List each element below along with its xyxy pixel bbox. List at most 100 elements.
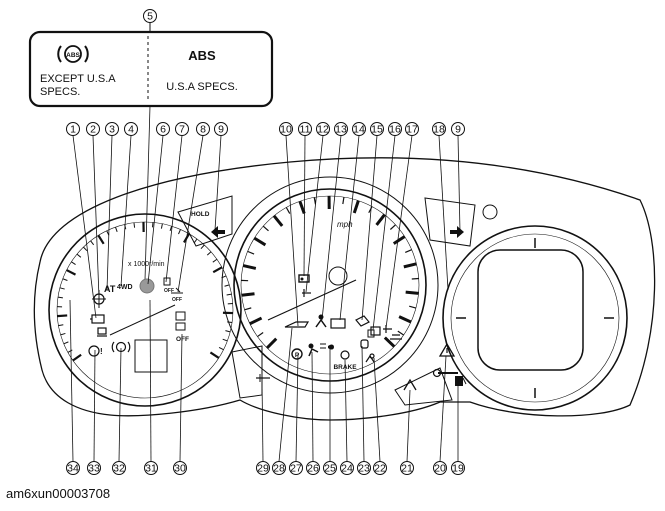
- callout-bottom-25-number: 25: [324, 463, 336, 475]
- usa-specs-caption: U.S.A SPECS.: [166, 81, 238, 93]
- door-ajar-icon: [355, 315, 370, 327]
- leader-bottom-31: [149, 299, 152, 462]
- abs-callout-box: [28, 30, 274, 108]
- speed-ticks: [241, 195, 419, 349]
- mph-label: mph: [337, 220, 353, 229]
- leader-bottom-23: [361, 345, 365, 462]
- leader-top-13: [321, 135, 342, 321]
- leader-bottom-33: [93, 349, 96, 462]
- callout-top-15-number: 17: [406, 124, 418, 136]
- callout-bottom-26-number: 26: [307, 463, 319, 475]
- tcs-off-icon: OFF: [163, 277, 174, 294]
- right-gauge: [442, 225, 628, 411]
- leader-top-1: [72, 135, 97, 319]
- callout-bottom-27-number: 27: [290, 463, 302, 475]
- at-indicator-label: AT: [104, 284, 116, 294]
- leader-bottom-26: [311, 351, 314, 462]
- wrench-maintenance-icon: [432, 368, 458, 378]
- right-lower-accent: [394, 367, 453, 406]
- figure-code: am6xun00003708: [6, 486, 111, 501]
- callout-5-leader: [144, 105, 151, 281]
- callout-top-1-number: 2: [90, 124, 96, 136]
- rear-fog-light-icon: [383, 325, 392, 333]
- leader-top-7: [165, 135, 183, 283]
- leader-top-17: [385, 135, 413, 329]
- callout-top-17-number: 9: [455, 124, 461, 136]
- right-turn-signal-icon: [450, 226, 464, 238]
- callout-top-3-number: 4: [128, 124, 134, 136]
- callout-top-2-number: 3: [109, 124, 115, 136]
- callout-bottom-31-number: 31: [145, 463, 157, 475]
- except-usa-caption-line2: SPECS.: [40, 86, 80, 98]
- callout-top-11-number: 13: [335, 124, 347, 136]
- leader-top-3: [106, 135, 113, 291]
- blind-spot-icon: [370, 326, 381, 336]
- leader-bottom-34: [69, 299, 74, 462]
- leader-bottom-21: [406, 389, 411, 462]
- headlight-high-beam-icon: [320, 343, 334, 350]
- leader-top-18: [438, 135, 449, 291]
- callout-top-5-number: 7: [179, 124, 185, 136]
- callout-5-group: 5 ABS EXCEPT U.S.A SPECS. ABS U.S.A SPEC…: [28, 9, 274, 281]
- except-usa-caption-line1: EXCEPT U.S.A: [40, 73, 116, 85]
- callout-bottom-20-number: 20: [434, 463, 446, 475]
- fourwd-indicator-label: 4WD: [117, 284, 133, 291]
- parking-brake-icon: P: [291, 348, 303, 360]
- low-fuel-side-icon: [365, 353, 375, 363]
- abs-warning-icon: ABS: [57, 45, 89, 63]
- airbag-icon: [308, 343, 319, 357]
- leader-top-2: [92, 135, 100, 299]
- callout-top-9-number: 11: [300, 124, 311, 136]
- callout-top-12-number: 14: [353, 124, 365, 136]
- leader-top-10: [285, 135, 299, 327]
- leader-top-4: [120, 135, 132, 287]
- master-caution-icon: [438, 342, 456, 357]
- callout-bottom-24-number: 24: [341, 463, 353, 475]
- speed-hub: [328, 266, 348, 286]
- fuel-icon: [455, 376, 467, 386]
- leader-top-9: [214, 135, 222, 231]
- callout-5-number: 5: [147, 11, 153, 23]
- leader-bottom-22: [373, 357, 381, 462]
- tach-unit-label: x 1000r/min: [128, 261, 165, 268]
- battery-icon: [330, 318, 346, 329]
- callout-top-7-number: 9: [218, 124, 224, 136]
- callout-bottom-28-number: 28: [273, 463, 285, 475]
- lcd-display: [477, 249, 584, 371]
- tcs-off-label: OFF: [164, 288, 174, 294]
- dsc-off-icon: OFF: [175, 311, 189, 343]
- callout-bottom-33-number: 33: [88, 463, 100, 475]
- callout-bottom-23-number: 23: [358, 463, 370, 475]
- callout-top-8-number: 10: [280, 124, 292, 136]
- dsc-off-label: OFF: [176, 336, 189, 343]
- leader-top-14: [339, 135, 360, 321]
- leader-bottom-20: [439, 355, 447, 462]
- low-washer-icon: [390, 334, 402, 340]
- tach-display-window: [134, 339, 168, 373]
- callout-top-16-number: 18: [433, 124, 445, 136]
- low-fuel-passenger-icon: [403, 378, 417, 391]
- awd-off-label: OFF: [172, 297, 182, 303]
- leader-top-9: [457, 135, 461, 233]
- leader-bottom-32: [118, 347, 122, 462]
- hold-label: HOLD: [191, 211, 210, 218]
- indicator-symbols: AT 4WD OFF OFF OFF !: [88, 211, 467, 391]
- callout-bottom-21-number: 21: [401, 463, 413, 475]
- leader-top-8: [177, 135, 204, 293]
- front-fog-light-icon: [256, 374, 270, 382]
- trip-knob: [482, 204, 498, 220]
- abs-icon-label: ABS: [66, 52, 80, 59]
- oil-pressure-icon: [284, 321, 310, 328]
- leader-bottom-30: [179, 333, 183, 462]
- check-engine-icon: [90, 314, 105, 324]
- callout-bottom-22-number: 22: [374, 463, 386, 475]
- svg-text:P: P: [295, 352, 300, 359]
- leader-bottom-28: [278, 327, 293, 462]
- callout-top-6-number: 8: [200, 124, 206, 136]
- callout-bottom-32-number: 32: [113, 463, 125, 475]
- leader-top-12: [305, 135, 324, 293]
- callout-bottom-34-number: 34: [67, 463, 79, 475]
- tach-needle: [109, 304, 176, 336]
